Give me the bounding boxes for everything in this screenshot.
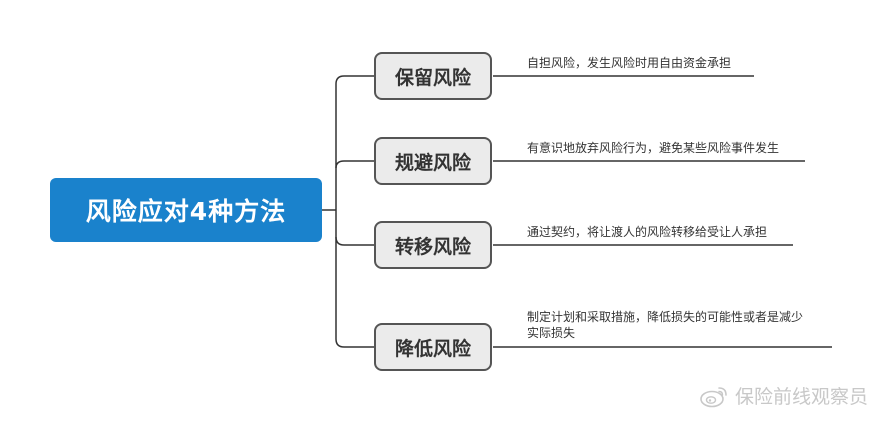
connector-branch-2 bbox=[335, 160, 374, 169]
branch-label: 降低风险 bbox=[394, 337, 471, 360]
branch-retain-risk: 保留风险 bbox=[374, 52, 492, 100]
branch-transfer-risk: 转移风险 bbox=[374, 221, 492, 269]
root-label: 风险应对4种方法 bbox=[85, 197, 287, 226]
branch-label: 转移风险 bbox=[394, 235, 471, 258]
description-avoid-risk: 有意识地放弃风险行为，避免某些风险事件发生 bbox=[527, 140, 779, 156]
branch-label: 规避风险 bbox=[394, 151, 471, 174]
description-text: 通过契约，将让渡人的风险转移给受让人承担 bbox=[527, 225, 768, 239]
connector-branch-1 bbox=[335, 75, 374, 210]
branch-avoid-risk: 规避风险 bbox=[374, 137, 492, 185]
branch-label: 保留风险 bbox=[394, 66, 471, 89]
description-reduce-risk: 制定计划和采取措施，降低损失的可能性或者是减少 实际损失 bbox=[527, 309, 803, 341]
root-node: 风险应对4种方法 bbox=[50, 178, 322, 242]
branch-reduce-risk: 降低风险 bbox=[374, 323, 492, 371]
connector-branch-4 bbox=[335, 210, 374, 348]
watermark-text: 保险前线观察员 bbox=[734, 386, 868, 408]
description-text: 有意识地放弃风险行为，避免某些风险事件发生 bbox=[527, 141, 780, 155]
description-retain-risk: 自担风险，发生风险时用自由资金承担 bbox=[527, 55, 731, 71]
description-transfer-risk: 通过契约，将让渡人的风险转移给受让人承担 bbox=[527, 224, 767, 240]
weibo-icon bbox=[699, 384, 729, 408]
watermark: 保险前线观察员 bbox=[699, 382, 868, 409]
description-text-line-1: 制定计划和采取措施，降低损失的可能性或者是减少 bbox=[527, 310, 804, 324]
description-text-line-2: 实际损失 bbox=[527, 326, 576, 340]
description-text: 自担风险，发生风险时用自由资金承担 bbox=[527, 56, 732, 70]
connector-branch-3 bbox=[335, 236, 374, 246]
